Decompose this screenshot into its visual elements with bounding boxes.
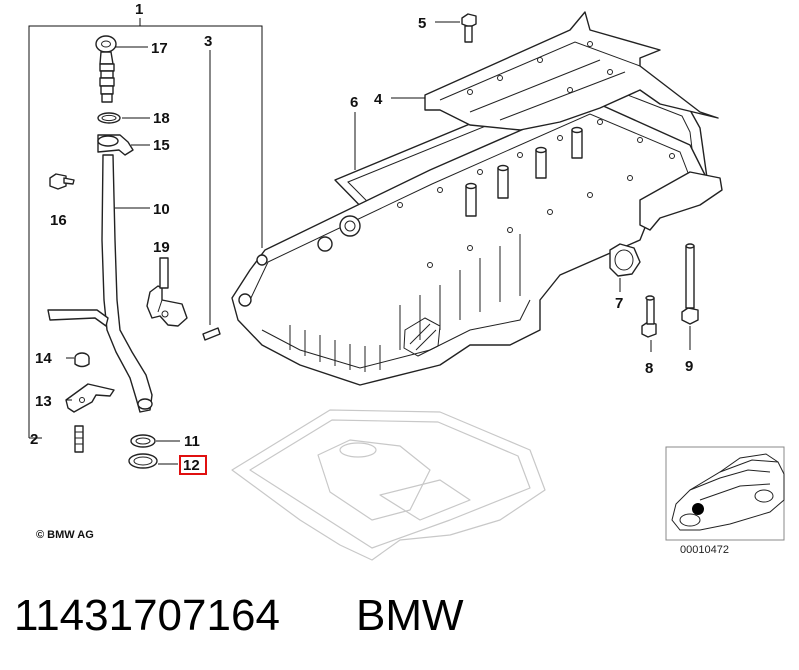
stud-2 <box>74 425 84 453</box>
seal-ring-11 <box>130 434 156 448</box>
reference-code: 00010472 <box>680 544 729 556</box>
oil-pan-upper <box>231 71 723 386</box>
drain-plug-7 <box>609 243 641 277</box>
label-part-4: 4 <box>374 91 383 108</box>
plate-13 <box>65 383 115 413</box>
bolt-8 <box>641 295 657 338</box>
label-part-1: 1 <box>135 1 143 18</box>
location-marker <box>692 503 704 515</box>
label-part-18: 18 <box>153 110 170 127</box>
copyright-text: © BMW AG <box>36 529 94 541</box>
group-bracket <box>28 18 263 439</box>
label-part-7: 7 <box>615 295 623 312</box>
locator-inset <box>665 446 785 541</box>
cap-14 <box>74 352 90 368</box>
dowel-3 <box>202 327 221 341</box>
oil-pan-lower-ghost <box>231 409 546 561</box>
label-part-13: 13 <box>35 393 52 410</box>
label-part-10: 10 <box>153 201 170 218</box>
label-part-12: 12 <box>183 457 200 474</box>
highlight-box <box>179 455 207 475</box>
guide-tube <box>47 134 153 413</box>
bolt-9 <box>681 243 699 325</box>
bracket-19 <box>146 257 188 327</box>
dipstick <box>95 35 117 103</box>
label-part-11: 11 <box>184 433 200 450</box>
label-part-15: 15 <box>153 137 170 154</box>
label-part-6: 6 <box>350 94 358 111</box>
bolt-16 <box>49 173 75 190</box>
label-part-5: 5 <box>418 15 426 32</box>
brand-name: BMW <box>356 591 464 640</box>
bolt-5 <box>461 13 477 43</box>
label-part-2: 2 <box>30 431 38 448</box>
label-part-3: 3 <box>204 33 212 50</box>
part-number: 11431707164 <box>14 591 280 640</box>
label-part-14: 14 <box>35 350 52 367</box>
o-ring-18 <box>97 112 121 124</box>
label-part-19: 19 <box>153 239 170 256</box>
car-outline-icon <box>671 453 785 531</box>
leader-lines <box>66 21 691 465</box>
label-part-17: 17 <box>151 40 168 57</box>
label-part-9: 9 <box>685 358 693 375</box>
label-part-16: 16 <box>50 212 67 229</box>
baffle-plate <box>424 11 719 131</box>
label-part-8: 8 <box>645 360 653 377</box>
seal-ring-12 <box>128 453 158 469</box>
callout-labels: 1 3 17 18 15 16 10 19 14 13 2 11 12 5 4 … <box>30 1 693 475</box>
